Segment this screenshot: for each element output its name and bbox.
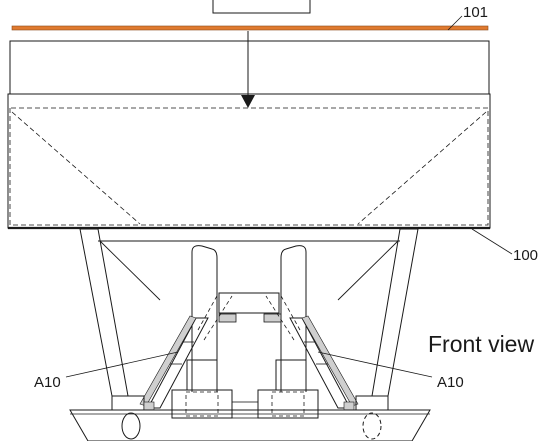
left-ladder-linkage — [147, 317, 209, 409]
leader-100 — [471, 228, 513, 255]
tray-box — [7, 93, 491, 229]
right-foot-gray — [343, 401, 355, 411]
leader-101 — [447, 15, 463, 31]
label-a10-right: A10 — [437, 374, 464, 391]
plate-101 — [11, 25, 489, 31]
left-pillar — [191, 245, 218, 392]
leader-a10-right — [317, 351, 433, 378]
frame-right-inner — [337, 240, 399, 301]
right-ladder-linkage — [289, 317, 351, 409]
view-title: Front view — [428, 331, 535, 357]
left-base-inner-dashed — [185, 391, 219, 417]
top-box — [212, 0, 311, 14]
press-arrow-head — [241, 95, 255, 108]
right-foot-block — [355, 395, 389, 411]
base-plate — [69, 409, 431, 441]
right-pad — [263, 313, 282, 323]
right-dashed-link-2 — [265, 295, 295, 341]
frame-left-inner — [99, 240, 161, 301]
right-base-hole-dashed — [362, 412, 382, 440]
label-101: 101 — [463, 4, 489, 21]
right-pillar — [280, 245, 307, 392]
left-foot-block — [111, 395, 145, 411]
left-dashed-link-2 — [203, 295, 233, 341]
left-support-leg — [79, 228, 129, 397]
right-base-inner-dashed — [271, 391, 305, 417]
right-dashed-link-1 — [279, 293, 301, 331]
left-foot-gray — [143, 401, 155, 411]
right-support-leg — [371, 228, 419, 397]
label-a10-left: A10 — [34, 374, 61, 391]
hopper-dashed-left — [11, 111, 141, 225]
leader-a10-left — [65, 351, 179, 378]
label-100: 100 — [513, 247, 539, 264]
center-block — [218, 292, 280, 314]
left-pad — [218, 313, 237, 323]
left-dashed-link-1 — [197, 293, 219, 331]
upper-box — [9, 40, 490, 95]
hopper-dashed-outline — [9, 107, 489, 226]
left-base-hole — [121, 412, 141, 440]
hopper-dashed-right — [357, 111, 487, 225]
